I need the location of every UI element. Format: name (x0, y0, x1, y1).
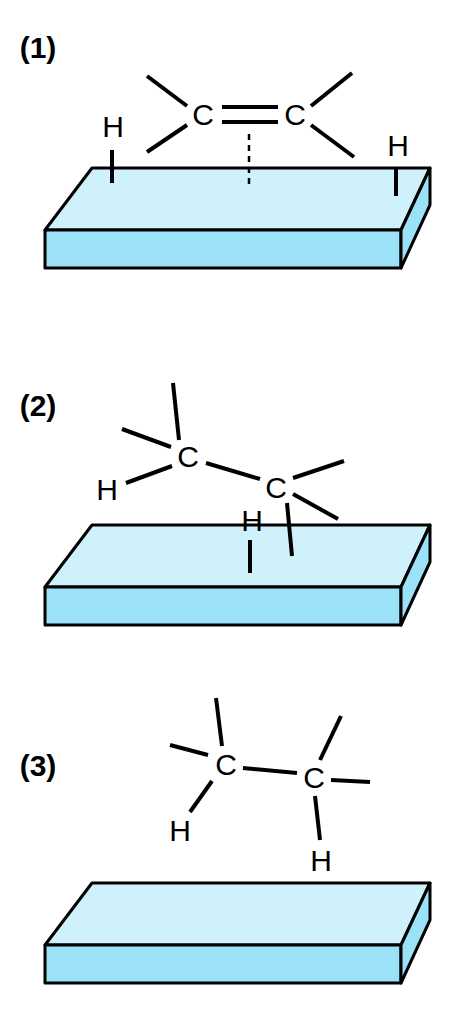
atom-label: H (310, 844, 332, 878)
atom-label: C (303, 761, 325, 795)
atom-label: H (169, 814, 191, 848)
atom-label: H (387, 129, 409, 163)
atom-label: H (241, 504, 263, 538)
panel-number: (1) (20, 31, 57, 65)
catalyst-surface (45, 883, 430, 983)
atom-label: C (284, 98, 306, 132)
panel-number: (3) (20, 749, 57, 783)
atom-label: C (215, 748, 237, 782)
atom-label: C (265, 471, 287, 505)
molecule-bonds (170, 698, 370, 840)
atom-label: C (192, 98, 214, 132)
molecule-bonds (122, 383, 344, 573)
atom-label: H (102, 110, 124, 144)
panel-number: (2) (20, 389, 57, 423)
catalyst-surface (45, 525, 430, 625)
atom-label: C (177, 440, 199, 474)
atom-label: H (96, 473, 118, 507)
catalyst-surface (45, 168, 430, 268)
molecule-bonds (112, 73, 396, 196)
